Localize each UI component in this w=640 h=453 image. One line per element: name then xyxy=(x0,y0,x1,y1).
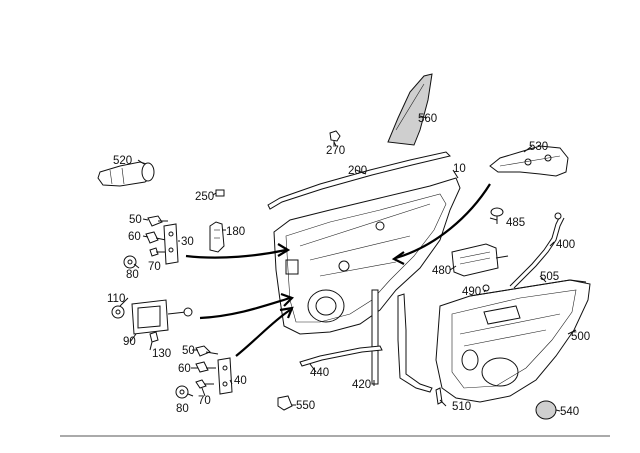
part-80-upper-washer[interactable] xyxy=(123,255,137,269)
part-400-cable[interactable] xyxy=(509,212,565,289)
label-480: 480 xyxy=(432,265,451,277)
assembly-arrow-door-check xyxy=(199,296,291,320)
part-540-plug[interactable] xyxy=(535,400,557,420)
part-510-rear-seal[interactable] xyxy=(397,293,443,405)
assembly-arrow-bracket xyxy=(395,183,491,260)
label-440: 440 xyxy=(310,367,329,379)
part-80-lower-washer[interactable] xyxy=(175,385,189,399)
label-540: 540 xyxy=(560,406,579,418)
label-530: 530 xyxy=(529,141,548,153)
label-400: 400 xyxy=(556,239,575,251)
label-80-lower: 80 xyxy=(176,403,189,415)
part-50-lower-bolt[interactable] xyxy=(195,345,219,357)
part-490-clip[interactable] xyxy=(482,284,490,292)
label-505: 505 xyxy=(540,271,559,283)
label-520: 520 xyxy=(113,155,132,167)
part-530-bracket[interactable] xyxy=(489,145,569,177)
part-485-clip[interactable] xyxy=(490,207,504,224)
assembly-arrow-bracket-head xyxy=(391,251,405,265)
label-80-upper: 80 xyxy=(126,269,139,281)
part-440-sill-seal[interactable] xyxy=(299,345,383,367)
assembly-arrow-lower-hinge xyxy=(235,309,291,357)
part-560-window-trim[interactable] xyxy=(387,73,433,146)
part-200-window-seal[interactable] xyxy=(267,151,451,210)
part-480-control-unit[interactable] xyxy=(451,243,509,277)
label-130: 130 xyxy=(152,348,171,360)
label-180: 180 xyxy=(226,226,245,238)
label-500: 500 xyxy=(571,331,590,343)
label-60-lower: 60 xyxy=(178,363,191,375)
label-560: 560 xyxy=(418,113,437,125)
part-110-washer[interactable] xyxy=(111,305,125,319)
part-520-door-check[interactable] xyxy=(97,161,155,187)
part-10-door-shell[interactable] xyxy=(273,177,461,335)
part-180-cover[interactable] xyxy=(209,221,225,253)
label-60-upper: 60 xyxy=(128,231,141,243)
part-90-door-check-arm[interactable] xyxy=(131,299,193,335)
label-50-lower: 50 xyxy=(182,345,195,357)
label-485: 485 xyxy=(506,217,525,229)
label-200: 200 xyxy=(348,165,367,177)
label-110: 110 xyxy=(107,293,125,305)
part-550-clip[interactable] xyxy=(277,395,293,411)
label-50-upper: 50 xyxy=(129,214,142,226)
label-10: 10 xyxy=(453,163,466,175)
part-250-clip[interactable] xyxy=(215,189,225,197)
part-70-upper-bolt[interactable] xyxy=(149,247,166,257)
assembly-arrow-door-check-head xyxy=(280,292,294,307)
label-90: 90 xyxy=(123,336,136,348)
part-60-upper-bolt[interactable] xyxy=(145,231,167,244)
part-30-upper-hinge[interactable] xyxy=(163,223,179,265)
part-420-guide-rail[interactable] xyxy=(371,289,379,385)
label-30: 30 xyxy=(181,236,194,248)
label-550: 550 xyxy=(296,400,315,412)
label-490: 490 xyxy=(462,286,481,298)
label-70-lower: 70 xyxy=(198,395,211,407)
part-505-panel-seal[interactable] xyxy=(469,279,587,297)
part-500-inner-panel[interactable] xyxy=(435,279,591,403)
assembly-arrow-lower-hinge-head xyxy=(279,306,294,319)
leader-lines xyxy=(119,115,577,412)
label-70-upper: 70 xyxy=(148,261,161,273)
part-50-upper-bolt[interactable] xyxy=(147,215,168,227)
part-60-lower-bolt[interactable] xyxy=(195,361,216,373)
assembly-arrow-upper-hinge-head xyxy=(277,243,291,257)
label-420: 420 xyxy=(352,379,371,391)
label-510: 510 xyxy=(452,401,471,413)
part-130-bolt[interactable] xyxy=(149,331,159,343)
part-70-lower-bolt[interactable] xyxy=(195,379,214,389)
part-40-lower-hinge[interactable] xyxy=(217,357,233,395)
label-40: 40 xyxy=(234,375,247,387)
label-250: 250 xyxy=(195,191,214,203)
assembly-arrow-upper-hinge xyxy=(185,248,287,259)
label-270: 270 xyxy=(326,145,345,157)
